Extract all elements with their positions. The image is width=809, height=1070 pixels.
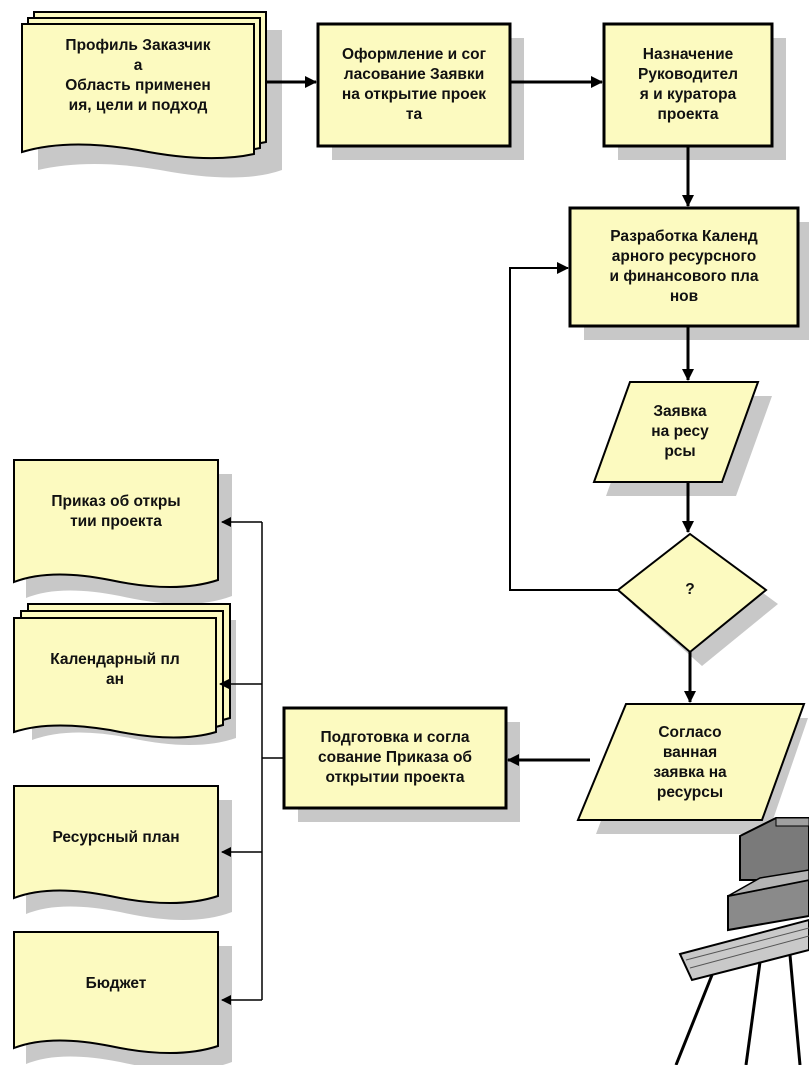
label-line: открытии проекта (325, 769, 465, 786)
connectors (219, 76, 696, 1005)
label-line: я и куратора (639, 86, 737, 103)
arrow-decision-loop-back (509, 262, 618, 591)
label-line: тии проекта (70, 513, 162, 530)
label-line: Бюджет (85, 975, 147, 992)
label-line: Заявка (653, 403, 707, 420)
label-line: Приказ об откры (51, 493, 181, 510)
develop-plans-process (568, 206, 809, 340)
resource-request-label: Заявка на ресу рсы (600, 386, 760, 478)
label-line: Календарный пл (50, 651, 180, 668)
customer-profile-document (21, 11, 282, 178)
label-line: ан (106, 671, 124, 688)
prepare-request-label: Оформление и сог ласование Заявки на откры… (318, 24, 510, 146)
label-line: нов (669, 288, 699, 305)
budget-label: Бюджет (14, 964, 218, 1004)
resource-plan-label: Ресурсный план (14, 818, 218, 858)
computer-desk-illustration (674, 817, 809, 1066)
label-line: на открытие проек (341, 86, 487, 103)
label-line: а (133, 57, 143, 74)
resource-request-data (592, 381, 772, 496)
approved-request-data (576, 703, 808, 834)
resource-plan-document (13, 785, 232, 920)
label-line: Согласо (658, 724, 722, 741)
assign-manager-process (602, 22, 786, 160)
label-line: на ресу (651, 423, 709, 440)
approved-request-label: Согласо ванная заявка на ресурсы (600, 708, 780, 818)
prepare-order-process (282, 706, 520, 822)
label-line: Руководител (638, 66, 738, 83)
budget-document (13, 931, 232, 1070)
order-doc-label: Приказ об откры тии проекта (14, 476, 218, 548)
label-line: Назначение (642, 46, 734, 63)
label-line: сование Приказа об (317, 749, 473, 766)
label-line: ванная (662, 744, 718, 761)
label-line: Разработка Календ (610, 228, 758, 245)
prepare-request-process (316, 22, 524, 160)
decision-label: ? (660, 575, 720, 605)
label-line: рсы (664, 443, 696, 460)
label-line: и финансового пла (609, 268, 759, 285)
label-line: Профиль Заказчик (65, 37, 211, 54)
label-line: ресурсы (656, 784, 724, 801)
label-line: проекта (657, 106, 719, 123)
label-line: Оформление и сог (341, 46, 487, 63)
label-line: Подготовка и согла (320, 729, 470, 746)
label-line: та (405, 106, 423, 123)
label-line: Область применен (65, 77, 211, 94)
label-line: ласование Заявки (343, 66, 485, 83)
develop-plans-label: Разработка Календ арного ресурсного и фина… (570, 208, 798, 326)
label-line: арного ресурсного (611, 248, 757, 265)
prepare-order-label: Подготовка и согла сование Приказа об откр… (284, 708, 506, 808)
label-line: Ресурсный план (52, 829, 180, 846)
label-line: ? (685, 581, 695, 598)
calendar-plan-label: Календарный пл ан (14, 634, 216, 706)
label-line: заявка на (653, 764, 727, 781)
label-line: ия, цели и подход (68, 97, 208, 114)
order-document (13, 459, 232, 604)
calendar-plan-document (13, 603, 236, 745)
